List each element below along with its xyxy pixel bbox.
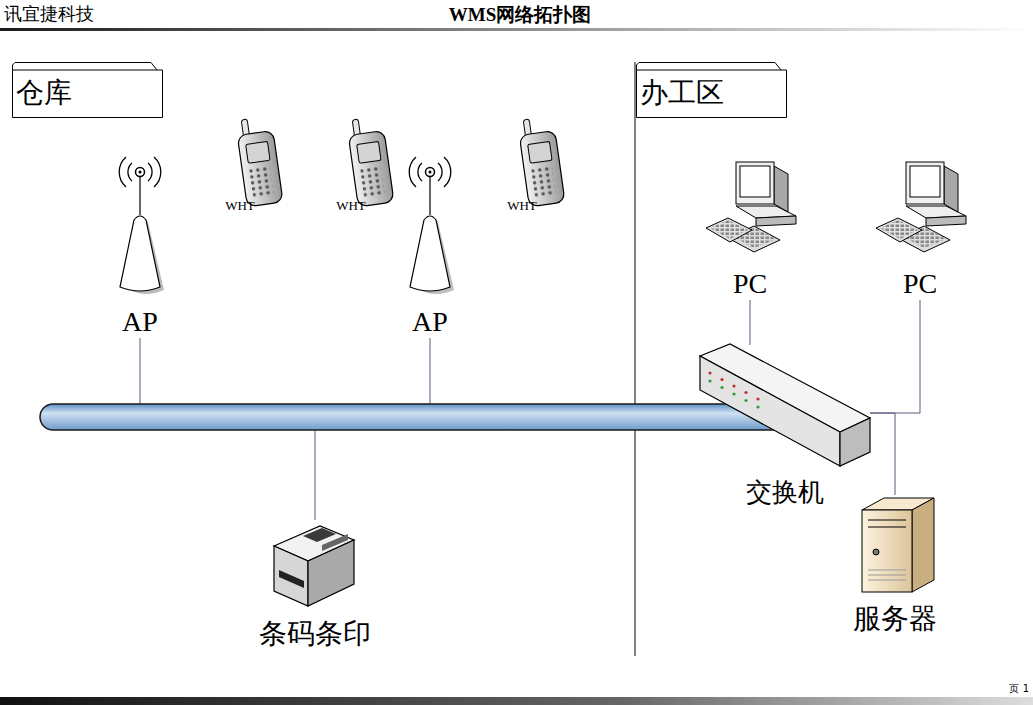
device-label: 办工区	[638, 77, 726, 109]
switch-icon	[732, 392, 735, 395]
zone-tab: 仓库	[12, 62, 163, 118]
device-label: 交换机	[744, 478, 826, 508]
network-link	[870, 413, 895, 495]
handheld-node: WHT	[215, 95, 265, 214]
device-label: AP	[410, 306, 450, 338]
printer-icon	[274, 526, 354, 606]
server-icon	[868, 527, 906, 528]
page-number: 页 1	[1009, 683, 1029, 695]
switch-icon	[744, 391, 747, 394]
switch-icon	[720, 378, 723, 381]
device-label: AP	[120, 306, 160, 338]
zone-tab: 办工区	[636, 62, 787, 118]
switch-icon	[720, 386, 723, 389]
device-label: WHT	[334, 199, 368, 214]
pc-node: PC	[700, 155, 800, 300]
server-icon	[862, 510, 912, 592]
ap-icon	[119, 157, 454, 294]
footer-bar	[0, 697, 1033, 705]
switch-icon	[840, 418, 870, 466]
device-label: PC	[731, 268, 769, 300]
switch-icon	[756, 405, 759, 408]
switch-icon	[756, 397, 759, 400]
device-label: PC	[901, 268, 939, 300]
switch-icon	[708, 371, 759, 408]
switch-icon	[708, 371, 711, 374]
pc-node: PC	[870, 155, 970, 300]
switch-icon	[700, 356, 840, 466]
switch-icon	[708, 379, 711, 382]
ap-node: AP	[110, 150, 170, 338]
switch-icon	[732, 384, 735, 387]
pc-icon	[706, 162, 796, 252]
handheld-icon	[517, 116, 565, 207]
server-icon	[873, 549, 879, 555]
server-icon	[862, 498, 934, 592]
switch-node: 交换机	[700, 345, 870, 508]
tab-outline	[13, 63, 163, 118]
device-label: 仓库	[14, 77, 74, 109]
tab-outline	[637, 63, 787, 118]
zone-divider	[635, 62, 636, 656]
device-label: 服务器	[851, 603, 939, 635]
pc-icon	[876, 162, 966, 252]
server-icon	[868, 520, 906, 521]
device-label: WHT	[505, 199, 539, 214]
handheld-node: WHT	[497, 95, 547, 214]
switch-icon	[700, 344, 870, 466]
device-label: 条码条印	[257, 618, 373, 650]
handheld-icon	[235, 116, 565, 207]
header-rule	[0, 28, 1033, 31]
printer-icon	[303, 528, 336, 542]
network-bus	[40, 404, 792, 430]
device-label: WHT	[223, 199, 257, 214]
printer-icon	[279, 570, 304, 588]
network-link	[870, 300, 920, 413]
network-link	[315, 417, 700, 520]
handheld-node: WHT	[326, 95, 376, 214]
server-icon	[868, 575, 906, 576]
handheld-icon	[235, 116, 283, 207]
ap-node: AP	[400, 150, 460, 338]
printer-icon	[308, 540, 354, 606]
printer-node: 条码条印	[250, 520, 380, 650]
ap-icon	[119, 157, 164, 294]
page-title: WMS网络拓扑图	[0, 4, 1033, 26]
server-icon	[868, 570, 906, 571]
pc-icon	[706, 162, 966, 252]
printer-icon	[322, 534, 348, 551]
server-icon	[912, 498, 934, 592]
switch-icon	[744, 399, 747, 402]
network-link	[750, 300, 751, 345]
handheld-icon	[346, 116, 394, 207]
server-node: 服务器	[845, 495, 945, 635]
company-name: 讯宜捷科技	[4, 4, 94, 25]
printer-icon	[274, 546, 308, 606]
ap-icon	[409, 157, 454, 294]
server-icon	[868, 580, 906, 581]
